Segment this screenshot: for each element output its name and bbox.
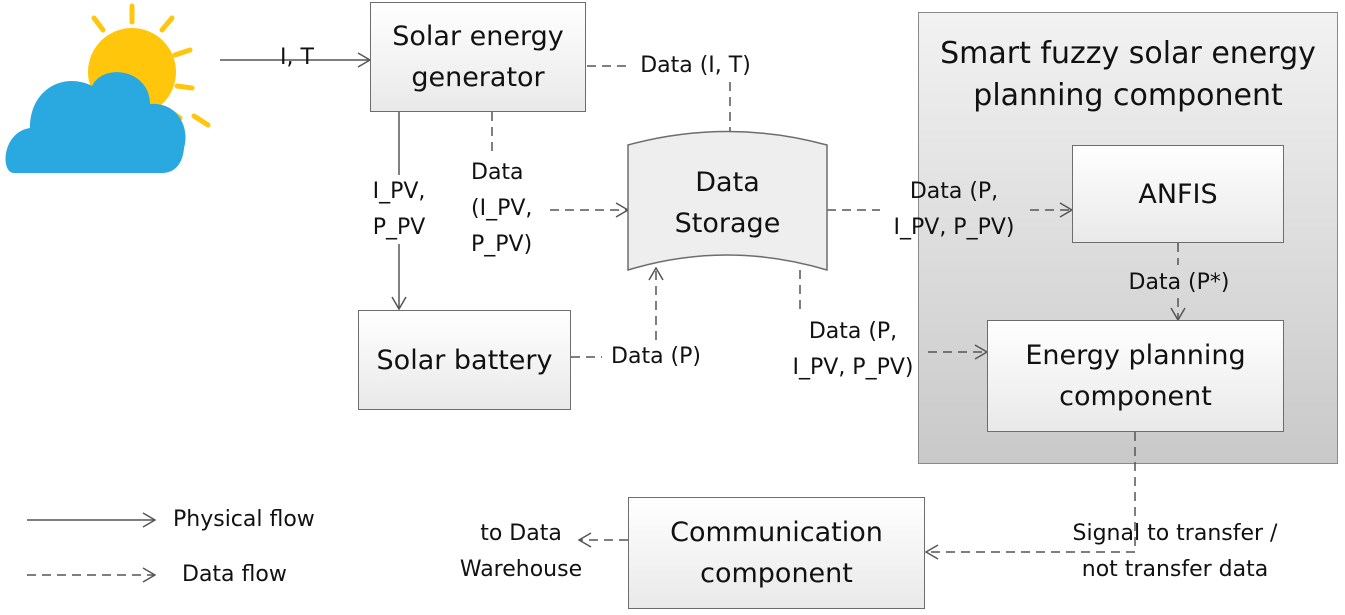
label-data-ipv-ppv: Data (I_PV, P_PV) (471, 160, 533, 257)
label-to-data-warehouse: to Data Warehouse (459, 521, 583, 582)
legend-data-flow: Data flow (182, 562, 287, 587)
label-data-i-t: Data (I, T) (640, 53, 751, 78)
label-storage-anfis: Data (P, I_PV, P_PV) (893, 179, 1015, 240)
energy-planning-box: Energy planning component (987, 320, 1284, 432)
panel-title: Smart fuzzy solar energy planning compon… (940, 36, 1316, 113)
label-storage-planning: Data (P, I_PV, P_PV) (792, 319, 914, 380)
label-signal-transfer: Signal to transfer / not transfer data (1072, 521, 1278, 582)
solar-energy-generator-box: Solar energy generator (370, 2, 586, 112)
data-storage-shape (627, 130, 828, 272)
weather-icon (5, 3, 211, 173)
anfis-box: ANFIS (1072, 145, 1284, 243)
label-data-p: Data (P) (611, 344, 701, 369)
label-data-p-star: Data (P*) (1128, 270, 1230, 295)
communication-box: Communication component (628, 497, 925, 609)
label-i-t: I, T (280, 45, 314, 70)
cloud-icon (5, 72, 186, 173)
solar-battery-box: Solar battery (358, 310, 571, 410)
flow-planning-communication (926, 432, 1136, 552)
label-ipv-ppv: I_PV, P_PV (372, 179, 426, 240)
sun-icon (91, 3, 211, 128)
legend-physical-flow: Physical flow (173, 507, 315, 532)
data-storage-label: Data Storage (674, 167, 781, 239)
